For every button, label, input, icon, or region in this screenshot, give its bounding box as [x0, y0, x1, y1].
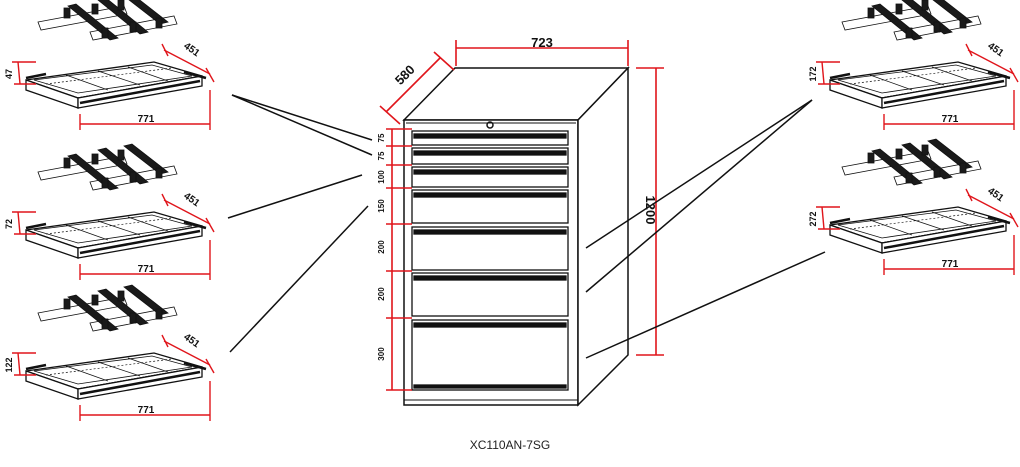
drawer-height-label: 72: [4, 219, 14, 229]
drawer-depth-label: 451: [181, 332, 201, 351]
drawer-width-label: 771: [138, 405, 155, 416]
drawer-left-3: 771 451 122: [4, 283, 216, 423]
drawer-height-label: 200: [377, 287, 386, 301]
drawer-height-labels: 75 75 100 150 200 200 300: [377, 133, 386, 361]
drawer-width-label: 771: [138, 264, 155, 275]
drawer-depth-label: 451: [181, 191, 201, 210]
drawer-height-label: 272: [808, 211, 818, 226]
drawer-width-label: 771: [942, 259, 959, 270]
drawer-height-label: 300: [377, 347, 386, 361]
drawer-fronts: [411, 130, 569, 391]
drawer-depth-label: 451: [181, 41, 201, 60]
drawer-height-label: 47: [4, 69, 14, 79]
drawer-width-label: 771: [138, 114, 155, 125]
drawer-right-2: 771 451 272: [808, 137, 1020, 277]
drawer-depth-label: 451: [985, 41, 1005, 60]
drawer-height-label: 200: [377, 240, 386, 254]
cabinet-width-label: 723: [531, 35, 553, 50]
drawer-depth-label: 451: [985, 186, 1005, 205]
drawer-height-label: 75: [377, 151, 386, 160]
lock-icon: [486, 121, 494, 129]
drawer-width-label: 771: [942, 114, 959, 125]
drawer-left-1: 771 451 47: [4, 0, 216, 132]
drawer-front: [411, 319, 569, 391]
drawer-height-label: 150: [377, 199, 386, 213]
drawer-height-label: 100: [377, 170, 386, 184]
drawer-height-label: 75: [377, 133, 386, 142]
drawer-left-2: 771 451 72: [4, 142, 216, 282]
leader-lines: [227, 94, 826, 359]
model-caption: XC110AN-7SG: [469, 438, 551, 452]
cabinet-dimensions: [379, 40, 664, 391]
drawer-height-label: 122: [4, 357, 14, 372]
drawer-right-1: 771 451 172: [808, 0, 1020, 132]
drawer-height-label: 172: [808, 66, 818, 81]
